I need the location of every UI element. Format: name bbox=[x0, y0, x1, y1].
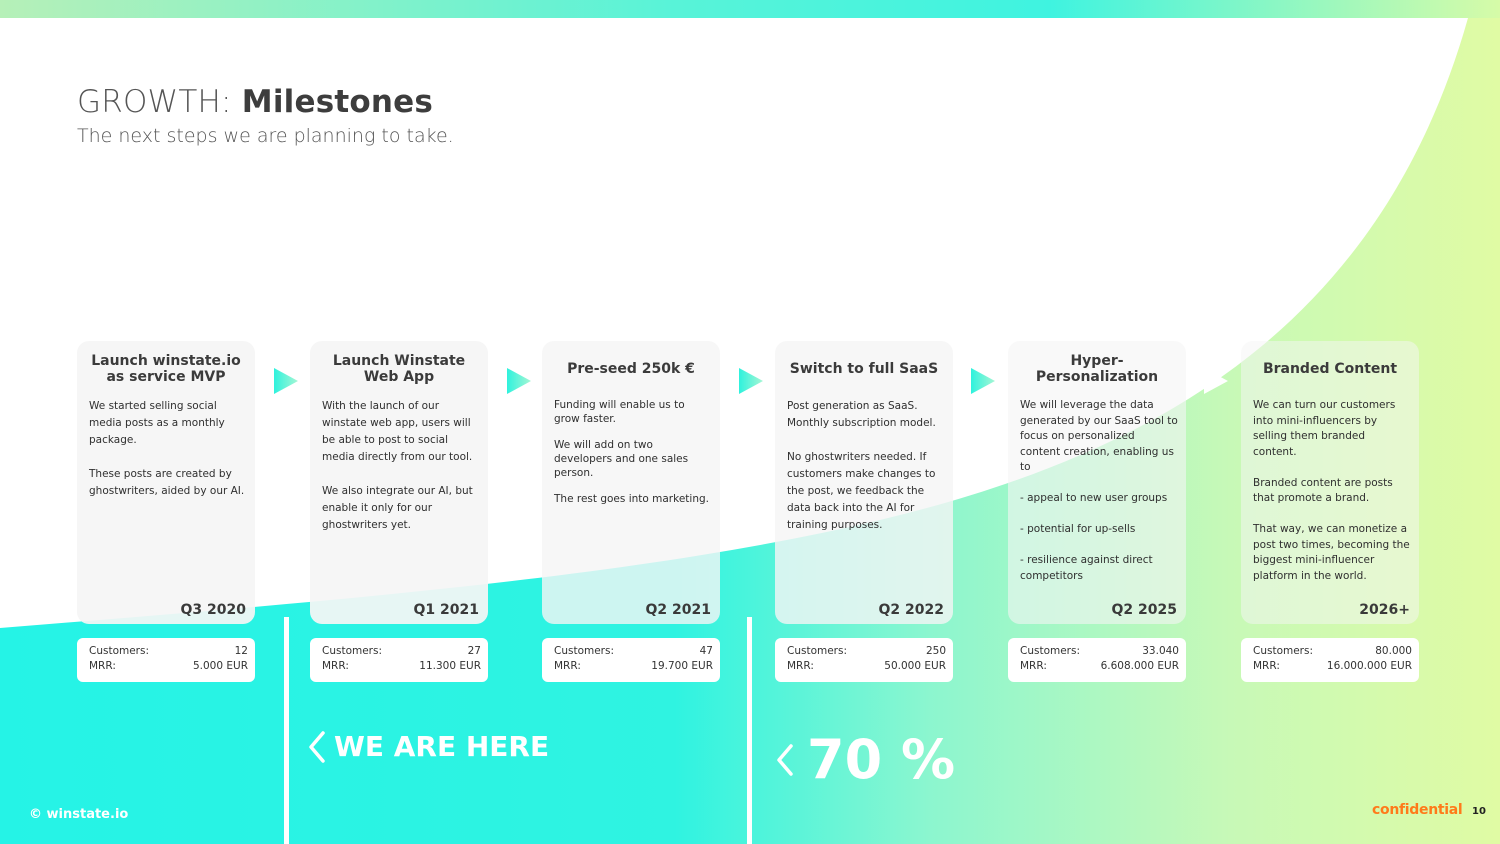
mrr-value: 11.300 EUR bbox=[419, 660, 481, 672]
milestone-metrics: Customers: 12 MRR: 5.000 EUR bbox=[77, 638, 255, 682]
milestone-paragraph: We will leverage the data generated by o… bbox=[1020, 399, 1178, 473]
progress-percent-value: 70 % bbox=[807, 728, 956, 791]
customers-value: 27 bbox=[467, 645, 481, 657]
milestone-paragraph: No ghostwriters needed. If customers mak… bbox=[787, 451, 936, 531]
chevron-left-icon bbox=[309, 730, 325, 763]
mrr-value: 16.000.000 EUR bbox=[1326, 660, 1412, 672]
page-number: 10 bbox=[1472, 806, 1486, 817]
play-arrow-icon bbox=[274, 368, 298, 394]
milestone-paragraph: - potential for up-sells bbox=[1020, 523, 1136, 535]
timeline-divider bbox=[284, 617, 289, 844]
milestone-paragraph: The rest goes into marketing. bbox=[554, 493, 709, 505]
customers-label: Customers: bbox=[787, 645, 848, 657]
milestone-card: Hyper-Personalization We will leverage t… bbox=[1008, 341, 1186, 624]
milestone-date: 2026+ bbox=[1359, 602, 1410, 618]
milestone-title: Hyper-Personalization bbox=[1035, 353, 1159, 385]
milestone-paragraph: We started selling social media posts as… bbox=[89, 400, 225, 446]
chevron-left-icon bbox=[777, 743, 793, 776]
milestone-date: Q3 2020 bbox=[180, 602, 246, 618]
play-arrow-icon bbox=[507, 368, 531, 394]
milestone-description: We can turn our customers into mini-infl… bbox=[1253, 398, 1411, 600]
milestone-paragraph: With the launch of our winstate web app,… bbox=[322, 400, 473, 463]
mrr-label: MRR: bbox=[787, 660, 814, 672]
top-gradient-bar bbox=[0, 0, 1500, 18]
milestone-metrics: Customers: 80.000 MRR: 16.000.000 EUR bbox=[1241, 638, 1419, 682]
milestone-date: Q2 2025 bbox=[1111, 602, 1177, 618]
page-title: GROWTH: Milestones bbox=[77, 84, 433, 120]
milestone-paragraph: That way, we can monetize a post two tim… bbox=[1253, 523, 1410, 582]
mrr-label: MRR: bbox=[554, 660, 581, 672]
we-are-here-marker: WE ARE HERE bbox=[308, 730, 549, 763]
customers-label: Customers: bbox=[1020, 645, 1081, 657]
milestone-paragraph: We will add on two developers and one sa… bbox=[554, 439, 689, 479]
milestone-description: Post generation as SaaS. Monthly subscri… bbox=[787, 398, 945, 551]
milestone-description: Funding will enable us to grow faster. W… bbox=[554, 398, 712, 518]
customers-label: Customers: bbox=[322, 645, 383, 657]
milestone-card: Switch to full SaaS Post generation as S… bbox=[775, 341, 953, 624]
play-arrow-icon bbox=[971, 368, 995, 394]
milestone-title: Branded Content bbox=[1262, 361, 1398, 377]
mrr-label: MRR: bbox=[322, 660, 349, 672]
milestone-card: Launch Winstate Web App With the launch … bbox=[310, 341, 488, 624]
we-are-here-label: WE ARE HERE bbox=[334, 730, 550, 763]
mrr-value: 6.608.000 EUR bbox=[1100, 660, 1179, 672]
milestone-paragraph: We can turn our customers into mini-infl… bbox=[1253, 399, 1396, 458]
milestone-paragraph: We also integrate our AI, but enable it … bbox=[322, 485, 473, 531]
milestone-description: With the launch of our winstate web app,… bbox=[322, 398, 480, 551]
milestone-description: We will leverage the data generated by o… bbox=[1020, 398, 1178, 600]
milestone-paragraph: Funding will enable us to grow faster. bbox=[554, 399, 685, 425]
customers-label: Customers: bbox=[554, 645, 615, 657]
customers-value: 47 bbox=[699, 645, 713, 657]
page-title-main: Milestones bbox=[241, 84, 434, 120]
mrr-label: MRR: bbox=[1020, 660, 1047, 672]
milestone-metrics: Customers: 27 MRR: 11.300 EUR bbox=[310, 638, 488, 682]
milestone-card: Pre-seed 250k € Funding will enable us t… bbox=[542, 341, 720, 624]
progress-percent-marker: 70 % bbox=[775, 728, 955, 791]
milestone-date: Q2 2021 bbox=[645, 602, 711, 618]
milestone-paragraph: - appeal to new user groups bbox=[1020, 492, 1168, 504]
mrr-label: MRR: bbox=[1253, 660, 1280, 672]
milestone-date: Q2 2022 bbox=[878, 602, 944, 618]
page-title-prefix: GROWTH: bbox=[77, 84, 232, 120]
milestone-paragraph: Post generation as SaaS. Monthly subscri… bbox=[787, 400, 936, 429]
customers-label: Customers: bbox=[1253, 645, 1314, 657]
mrr-value: 19.700 EUR bbox=[651, 660, 713, 672]
play-arrow-icon bbox=[1204, 368, 1228, 394]
customers-label: Customers: bbox=[89, 645, 150, 657]
confidential-label: confidential bbox=[1372, 802, 1463, 818]
customers-value: 12 bbox=[234, 645, 248, 657]
play-arrow-icon bbox=[739, 368, 763, 394]
mrr-label: MRR: bbox=[89, 660, 116, 672]
milestone-title: Pre-seed 250k € bbox=[567, 361, 695, 377]
mrr-value: 5.000 EUR bbox=[192, 660, 248, 672]
milestone-description: We started selling social media posts as… bbox=[89, 398, 247, 517]
milestone-title: Switch to full SaaS bbox=[789, 361, 939, 377]
milestone-date: Q1 2021 bbox=[413, 602, 479, 618]
customers-value: 33.040 bbox=[1142, 645, 1179, 657]
copyright-text: © winstate.io bbox=[29, 807, 129, 822]
customers-value: 250 bbox=[925, 645, 946, 657]
milestone-paragraph: - resilience against direct competitors bbox=[1020, 554, 1153, 582]
milestone-metrics: Customers: 250 MRR: 50.000 EUR bbox=[775, 638, 953, 682]
milestone-card: Branded Content We can turn our customer… bbox=[1241, 341, 1419, 624]
page-subtitle: The next steps we are planning to take. bbox=[77, 125, 454, 147]
milestone-title: Launch Winstate Web App bbox=[332, 353, 466, 385]
milestone-paragraph: Branded content are posts that promote a… bbox=[1253, 476, 1393, 505]
milestone-metrics: Customers: 33.040 MRR: 6.608.000 EUR bbox=[1008, 638, 1186, 682]
timeline-divider bbox=[747, 617, 752, 844]
customers-value: 80.000 bbox=[1375, 645, 1412, 657]
milestone-title: Launch winstate.io as service MVP bbox=[91, 353, 241, 385]
mrr-value: 50.000 EUR bbox=[884, 660, 946, 672]
milestone-metrics: Customers: 47 MRR: 19.700 EUR bbox=[542, 638, 720, 682]
milestone-card: Launch winstate.io as service MVP We sta… bbox=[77, 341, 255, 624]
milestone-paragraph: These posts are created by ghostwriters,… bbox=[89, 468, 245, 497]
